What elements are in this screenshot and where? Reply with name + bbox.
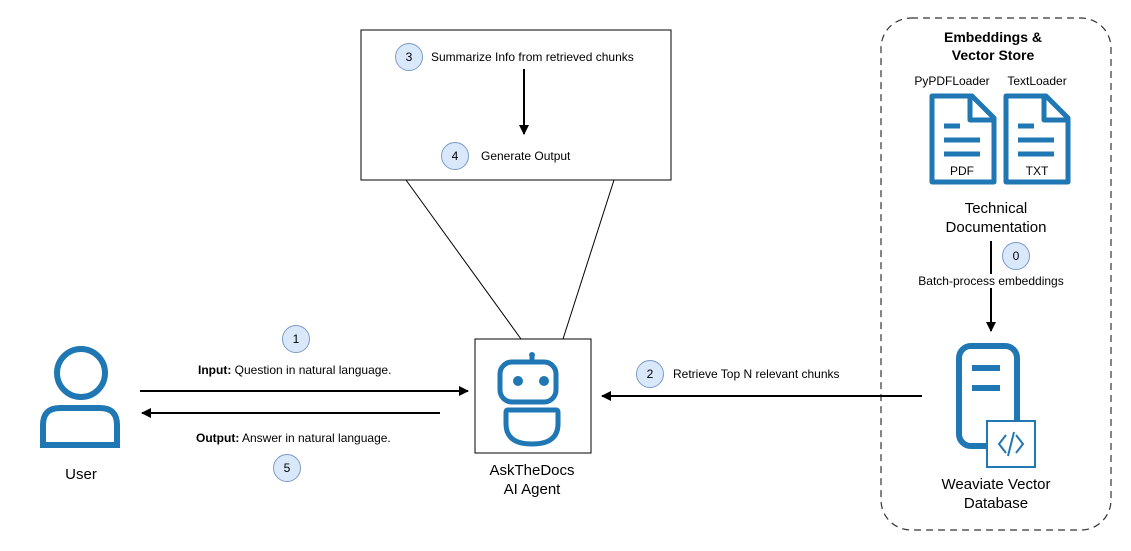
batch-label: Batch-process embeddings bbox=[916, 274, 1066, 288]
user-label: User bbox=[65, 466, 97, 483]
process-connector-left bbox=[405, 179, 522, 340]
doc-caption: Technical Documentation bbox=[946, 199, 1047, 237]
step-3-badge: 3 bbox=[395, 43, 423, 71]
vector-store-title: Embeddings & Vector Store bbox=[944, 28, 1042, 64]
db-caption-line2: Database bbox=[963, 495, 1029, 512]
txt-doc-label: TXT bbox=[1025, 164, 1049, 178]
robot-right-eye bbox=[539, 376, 549, 386]
retrieve-label: Retrieve Top N relevant chunks bbox=[673, 367, 840, 381]
step-3-label: Summarize Info from retrieved chunks bbox=[431, 50, 634, 64]
doc-caption-line1: Technical bbox=[964, 200, 1028, 217]
step-4-label: Generate Output bbox=[481, 149, 571, 163]
txt-document-icon bbox=[1003, 93, 1071, 185]
pdf-doc-label: PDF bbox=[950, 164, 974, 178]
input-label: Input: Question in natural language. bbox=[198, 363, 391, 377]
step-1-badge: 1 bbox=[282, 325, 310, 353]
doc-caption-line2: Documentation bbox=[945, 219, 1047, 236]
robot-icon bbox=[497, 352, 561, 447]
step-5-badge: 5 bbox=[273, 454, 301, 482]
agent-caption-line2: AI Agent bbox=[503, 481, 561, 498]
step-2-badge: 2 bbox=[636, 360, 664, 388]
vector-store-title-line1: Embeddings & bbox=[943, 29, 1043, 45]
input-label-text: Question in natural language. bbox=[231, 363, 392, 377]
agent-caption: AskTheDocs AI Agent bbox=[489, 461, 574, 499]
text-loader-label: TextLoader bbox=[1007, 74, 1067, 88]
pdf-loader-label: PyPDFLoader bbox=[914, 74, 990, 88]
user-icon bbox=[40, 346, 120, 448]
agent-caption-line1: AskTheDocs bbox=[489, 462, 575, 479]
step-0-badge: 0 bbox=[1002, 242, 1030, 270]
vector-store-group bbox=[880, 17, 1112, 531]
code-icon bbox=[986, 420, 1036, 468]
vector-store-title-line2: Vector Store bbox=[951, 47, 1035, 63]
output-label-text: Answer in natural language. bbox=[239, 431, 391, 445]
db-caption: Weaviate Vector Database bbox=[942, 475, 1051, 513]
step-4-badge: 4 bbox=[441, 142, 469, 170]
pdf-document-icon bbox=[929, 93, 997, 185]
output-label: Output: Answer in natural language. bbox=[196, 431, 391, 445]
input-label-bold: Input: bbox=[198, 363, 232, 377]
process-connector-right bbox=[562, 179, 615, 340]
robot-left-eye bbox=[513, 376, 523, 386]
output-label-bold: Output: bbox=[196, 431, 240, 445]
db-caption-line1: Weaviate Vector bbox=[941, 476, 1051, 493]
